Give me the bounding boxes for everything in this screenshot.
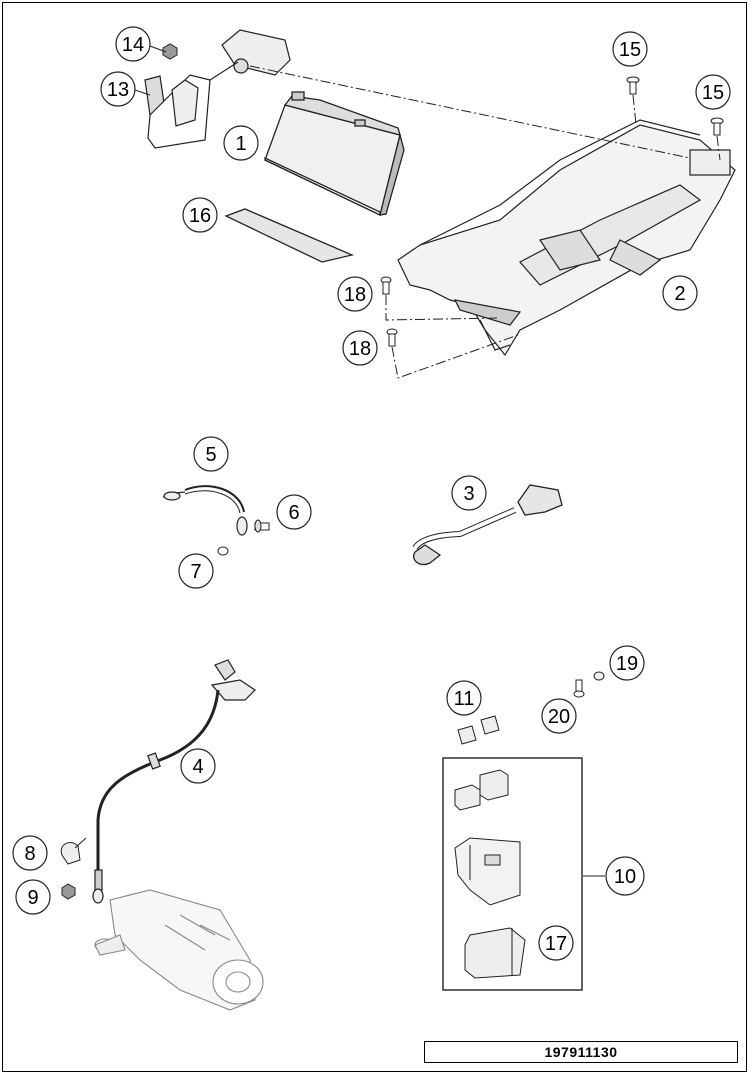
cable-boot-8-part <box>60 837 87 865</box>
svg-text:8: 8 <box>24 843 35 865</box>
washer-7-part <box>217 546 229 556</box>
svg-text:3: 3 <box>463 483 474 505</box>
starter-motor-part <box>94 889 264 1011</box>
battery-pad-part <box>224 208 355 263</box>
svg-text:9: 9 <box>27 887 38 909</box>
svg-text:17: 17 <box>545 933 567 955</box>
callout-1: 1 <box>223 125 259 161</box>
svg-text:20: 20 <box>548 706 570 728</box>
callout-circles: 1 2 3 4 5 6 7 8 9 10 11 13 14 15 15 16 1… <box>12 26 731 961</box>
battery-box-part <box>397 119 736 357</box>
svg-text:14: 14 <box>122 34 144 56</box>
screw-15a-part <box>626 76 640 95</box>
svg-text:7: 7 <box>190 561 201 583</box>
relay-part <box>454 837 521 906</box>
screw-20-part <box>573 679 585 698</box>
assembly-lines <box>249 65 721 379</box>
callout-3: 3 <box>451 475 487 511</box>
bracket-part <box>144 29 291 149</box>
relay-cover-17-part <box>464 927 526 979</box>
drawing-code-label: 197911130 <box>424 1041 738 1063</box>
svg-text:11: 11 <box>454 688 475 710</box>
callout-4: 4 <box>180 748 216 784</box>
callout-8: 8 <box>12 835 48 871</box>
relay-fuses-part <box>454 769 509 811</box>
nut-9-part <box>61 883 76 900</box>
svg-text:18: 18 <box>344 284 366 306</box>
svg-text:4: 4 <box>192 756 203 778</box>
callout-7: 7 <box>178 553 214 589</box>
screw-19-part <box>593 671 605 681</box>
callout-2: 2 <box>662 275 698 311</box>
callout-16: 16 <box>182 197 218 233</box>
positive-cable-part <box>412 484 563 566</box>
callout-14: 14 <box>115 26 151 62</box>
svg-text:16: 16 <box>189 205 211 227</box>
svg-text:5: 5 <box>205 444 216 466</box>
battery-part <box>264 91 405 217</box>
nut-14-part <box>162 43 178 60</box>
svg-text:2: 2 <box>674 283 685 305</box>
callout-13: 13 <box>100 71 136 107</box>
callout-15a: 15 <box>612 31 648 67</box>
screw-18a-part <box>380 276 392 295</box>
callout-18a: 18 <box>337 276 373 312</box>
svg-text:6: 6 <box>288 502 299 524</box>
svg-text:1: 1 <box>235 133 246 155</box>
starter-cable-part <box>92 659 256 904</box>
svg-text:15: 15 <box>702 82 724 104</box>
svg-text:13: 13 <box>107 79 129 101</box>
svg-text:18: 18 <box>349 338 371 360</box>
callout-17: 17 <box>538 925 574 961</box>
callout-9: 9 <box>15 879 51 915</box>
screw-6-part <box>254 519 270 533</box>
svg-text:10: 10 <box>614 866 636 888</box>
callout-10: 10 <box>605 856 645 896</box>
callout-5: 5 <box>193 436 229 472</box>
callout-6: 6 <box>276 494 312 530</box>
svg-text:15: 15 <box>619 39 641 61</box>
ground-cable-part <box>162 485 248 536</box>
leader-lines <box>134 45 605 877</box>
callout-20: 20 <box>541 698 577 734</box>
callout-11: 11 <box>446 680 482 716</box>
screw-15b-part <box>710 117 724 136</box>
callout-15b: 15 <box>695 74 731 110</box>
callout-18b: 18 <box>342 330 378 366</box>
svg-text:19: 19 <box>616 653 638 675</box>
callout-19: 19 <box>609 645 645 681</box>
fuses-11-part <box>457 715 500 745</box>
screw-18b-part <box>386 328 398 347</box>
